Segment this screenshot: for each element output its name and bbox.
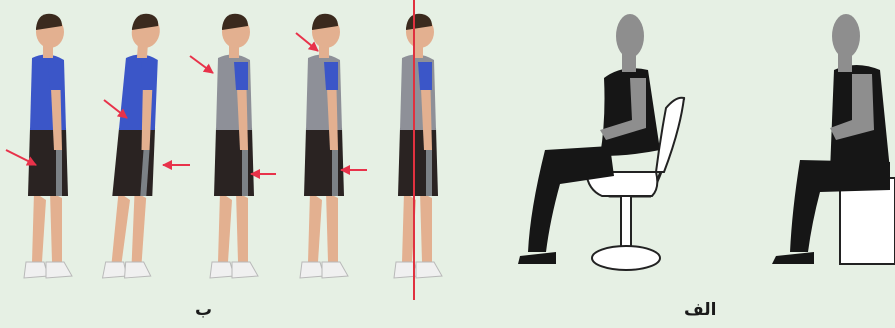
panel-alef bbox=[518, 14, 895, 270]
seated-figure-box bbox=[772, 14, 895, 264]
seated-figure-swivel-chair bbox=[518, 14, 684, 270]
figure-5 bbox=[394, 14, 442, 278]
figure-1 bbox=[24, 14, 72, 278]
panel-b bbox=[6, 0, 442, 300]
figure-3 bbox=[210, 14, 258, 278]
caption-panel-alef: الف bbox=[684, 300, 716, 320]
caption-panel-b: ب bbox=[195, 300, 212, 320]
arrow-right-icon bbox=[190, 56, 213, 73]
figure-2 bbox=[103, 14, 169, 278]
figure-4 bbox=[300, 14, 348, 278]
